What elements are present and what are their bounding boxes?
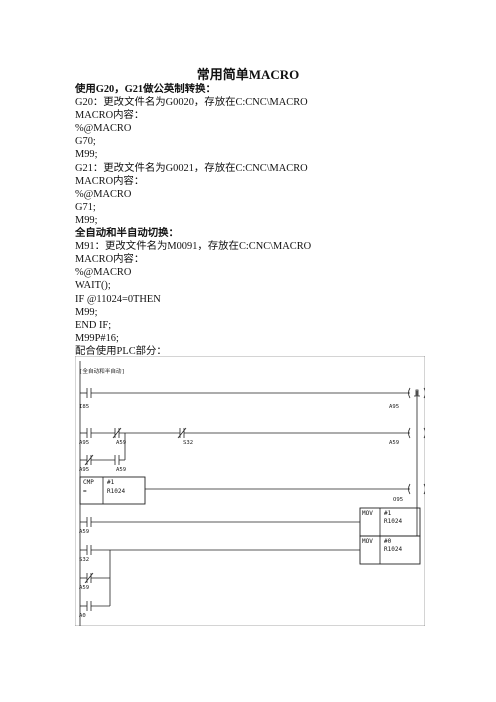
label-a59-coil: A59 bbox=[389, 440, 400, 446]
text-line: END IF; bbox=[75, 319, 112, 331]
text-line: MACRO内容： bbox=[75, 110, 145, 122]
cmp-value: #1 bbox=[107, 479, 115, 486]
macro-text: 使用G20，G21做公英制转换： G20：更改文件名为G0020，存放在C:CNC… bbox=[75, 83, 311, 358]
text-line: G21：更改文件名为G0021，存放在C:CNC\MACRO bbox=[75, 162, 308, 174]
label-i85: I85 bbox=[79, 404, 90, 410]
text-line: WAIT(); bbox=[75, 280, 111, 292]
text-line: 全自动和半自动切换： bbox=[75, 228, 179, 240]
text-line: MACRO内容： bbox=[75, 254, 145, 266]
text-line: G71; bbox=[75, 201, 96, 213]
label-a59-row5: A59 bbox=[79, 529, 90, 535]
label-a59-row2: A59 bbox=[116, 440, 127, 446]
label-a59-row7: A59 bbox=[79, 585, 90, 591]
text-line: G70; bbox=[75, 136, 96, 148]
ladder-header: [全自动和半自动] bbox=[79, 369, 125, 375]
cmp-register: R1024 bbox=[107, 488, 126, 495]
label-s32-row6: S32 bbox=[79, 557, 90, 563]
label-a95-coil: A95 bbox=[389, 404, 400, 410]
label-a59-row3: A59 bbox=[116, 467, 127, 473]
text-line: M99; bbox=[75, 149, 98, 161]
text-line: M99P#16; bbox=[75, 332, 119, 344]
text-line: %@MACRO bbox=[75, 123, 132, 135]
mov2-label: MOV bbox=[362, 538, 373, 545]
mov2-value: #0 bbox=[384, 538, 392, 545]
text-line: IF @11024=0THEN bbox=[75, 293, 161, 305]
label-a95-row2: A95 bbox=[79, 440, 90, 446]
mov1-value: #1 bbox=[384, 510, 392, 517]
ladder-lines bbox=[75, 356, 425, 626]
text-line: G20：更改文件名为G0020，存放在C:CNC\MACRO bbox=[75, 97, 308, 109]
cmp-operator: = bbox=[83, 488, 87, 495]
label-s32-row2: S32 bbox=[183, 440, 194, 446]
text-line: MACRO内容： bbox=[75, 175, 145, 187]
mov1-label: MOV bbox=[362, 510, 373, 517]
mov1-register: R1024 bbox=[384, 518, 403, 525]
text-line: 配合使用PLC部分： bbox=[75, 345, 167, 357]
label-o95: O95 bbox=[393, 497, 404, 503]
label-a0: A0 bbox=[79, 613, 86, 619]
mov2-register: R1024 bbox=[384, 546, 403, 553]
text-line: %@MACRO bbox=[75, 188, 132, 200]
doc-title: 常用简单MACRO bbox=[196, 67, 300, 82]
cmp-label: CMP bbox=[83, 479, 94, 486]
text-line: M91：更改文件名为M0091，存放在C:CNC\MACRO bbox=[75, 241, 312, 253]
text-line: M99; bbox=[75, 306, 98, 318]
text-line: 使用G20，G21做公英制转换： bbox=[75, 84, 216, 95]
plc-ladder-diagram: [全自动和半自动] I85 A95 A95 A59 S32 A59 A95 A5… bbox=[75, 356, 425, 626]
text-line: %@MACRO bbox=[75, 267, 132, 279]
text-line: M99; bbox=[75, 214, 98, 226]
label-a95-row3: A95 bbox=[79, 467, 90, 473]
